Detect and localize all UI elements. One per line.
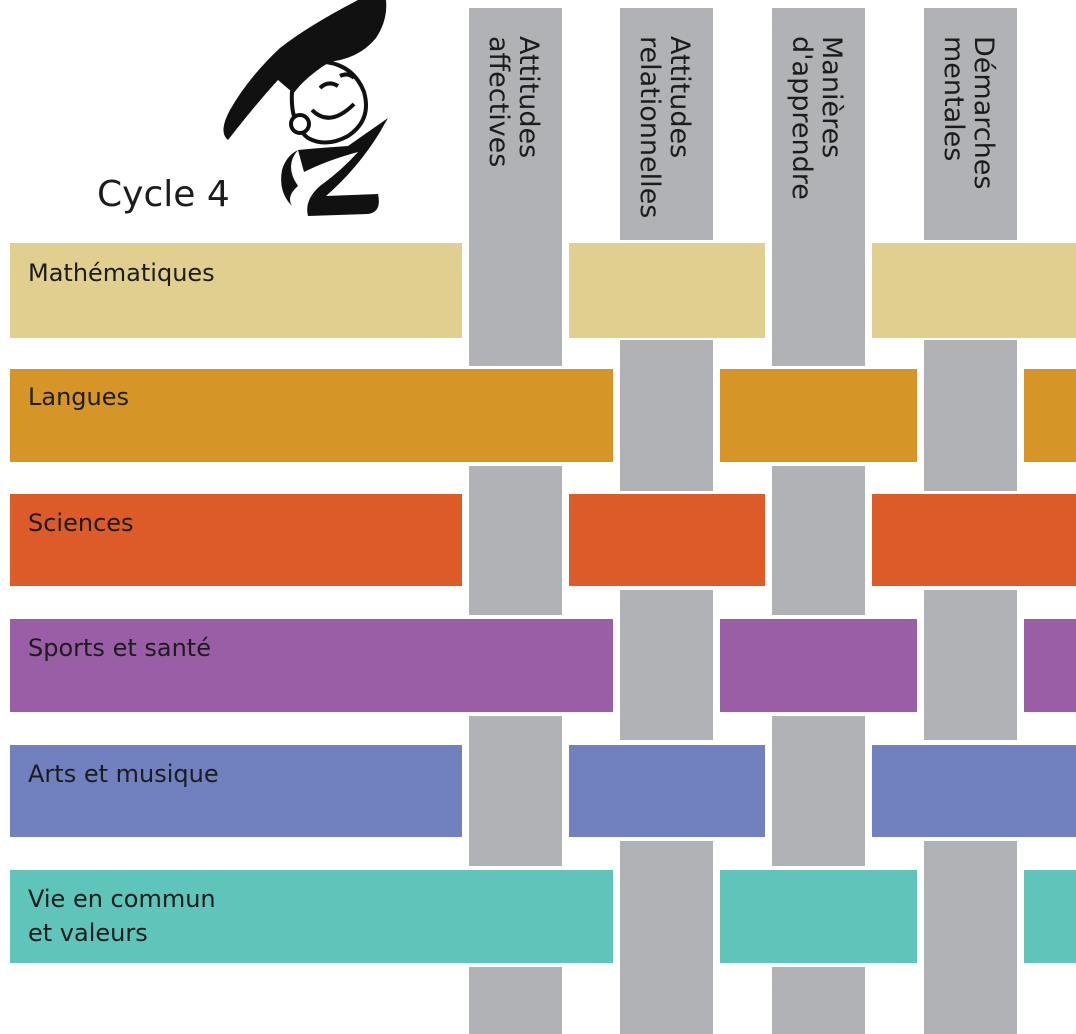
column-header-attitudes-affectives: Attitudes affectives: [469, 8, 562, 240]
weave-segment: [772, 716, 865, 866]
column-label: Attitudes affectives: [483, 36, 544, 168]
weave-segment: [924, 841, 1017, 1034]
weave-segment: [772, 240, 865, 366]
weave-gap: [713, 369, 720, 462]
weave-gap: [1017, 619, 1024, 712]
column-label: Attitudes relationnelles: [634, 36, 695, 219]
weave-gap: [613, 619, 620, 712]
row-band-vie-en-commun: [10, 870, 1076, 963]
weave-gap: [613, 369, 620, 462]
weave-gap: [1017, 369, 1024, 462]
weave-gap: [1017, 870, 1024, 963]
column-label: Manières d'apprendre: [786, 36, 847, 200]
weave-gap: [713, 619, 720, 712]
weave-gap: [462, 745, 469, 837]
weave-segment: [620, 340, 713, 491]
row-label-sports-sante: Sports et santé: [28, 634, 211, 662]
weave-gap: [462, 494, 469, 586]
column-header-demarches-mentales: Démarches mentales: [924, 8, 1017, 240]
weave-gap: [562, 745, 569, 837]
column-header-manieres-apprendre: Manières d'apprendre: [772, 8, 865, 240]
column-header-attitudes-relationnelles: Attitudes relationnelles: [620, 8, 713, 240]
row-label-langues: Langues: [28, 383, 130, 411]
weave-gap: [865, 745, 872, 837]
weave-gap: [917, 619, 924, 712]
weave-segment: [469, 967, 562, 1034]
cycle-title: Cycle 4: [97, 174, 230, 215]
row-band-sports-sante: [10, 619, 1076, 712]
weave-segment: [620, 590, 713, 740]
row-band-langues: [10, 369, 1076, 462]
weave-segment: [924, 340, 1017, 491]
weave-gap: [462, 243, 469, 338]
weave-gap: [765, 243, 772, 338]
weave-segment: [469, 716, 562, 866]
weave-gap: [917, 369, 924, 462]
weave-segment: [772, 967, 865, 1034]
weave-gap: [865, 494, 872, 586]
weave-gap: [917, 870, 924, 963]
mascot-illustration: [208, 0, 408, 225]
weave-gap: [765, 494, 772, 586]
weave-gap: [613, 870, 620, 963]
row-label-mathematiques: Mathématiques: [28, 259, 215, 287]
row-label-arts-musique: Arts et musique: [28, 760, 219, 788]
weave-segment: [620, 841, 713, 1034]
weave-gap: [562, 243, 569, 338]
weave-segment: [772, 466, 865, 615]
weave-gap: [765, 745, 772, 837]
weave-gap: [865, 243, 872, 338]
row-label-sciences: Sciences: [28, 509, 134, 537]
weave-gap: [562, 494, 569, 586]
row-label-vie-en-commun: Vie en commun et valeurs: [28, 885, 216, 947]
weave-segment: [469, 240, 562, 366]
weave-segment: [924, 590, 1017, 740]
weave-segment: [469, 466, 562, 615]
weave-gap: [713, 870, 720, 963]
column-label: Démarches mentales: [938, 36, 999, 190]
